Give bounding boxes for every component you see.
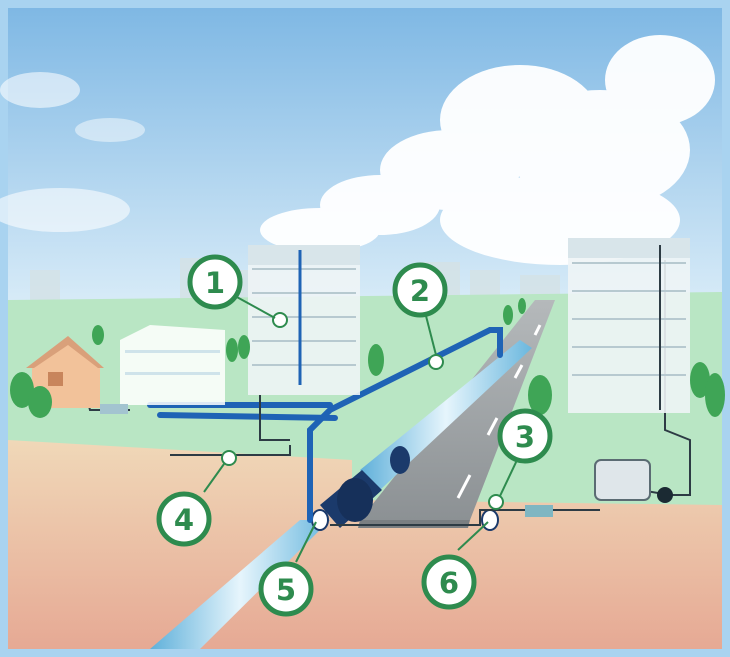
house-icon: [26, 336, 104, 408]
callout-1: 1: [187, 254, 243, 310]
callout-4: 4: [156, 491, 212, 547]
callout-number: 5: [276, 573, 296, 607]
leader-lines: [203, 295, 519, 563]
reference-markers: [221, 312, 504, 510]
road-markings: [456, 324, 542, 499]
callout-number: 6: [439, 566, 459, 600]
water-main: [150, 520, 330, 649]
callout-5: 5: [258, 561, 314, 617]
callout-number: 3: [515, 420, 535, 454]
callout-number: 2: [410, 274, 430, 308]
building-icon: [568, 238, 690, 413]
water-meter-icon: [100, 404, 553, 517]
callout-6: 6: [421, 554, 477, 610]
tree-icon: [10, 298, 725, 418]
building-icon: [120, 325, 225, 405]
pump-tank-icon: [594, 459, 673, 503]
callout-number: 1: [205, 266, 225, 300]
valve-icon: [337, 478, 373, 522]
callout-2: 2: [392, 262, 448, 318]
callout-number: 4: [174, 503, 194, 537]
callout-3: 3: [497, 408, 553, 464]
building-icon: [248, 245, 360, 395]
clouds: [0, 35, 715, 265]
